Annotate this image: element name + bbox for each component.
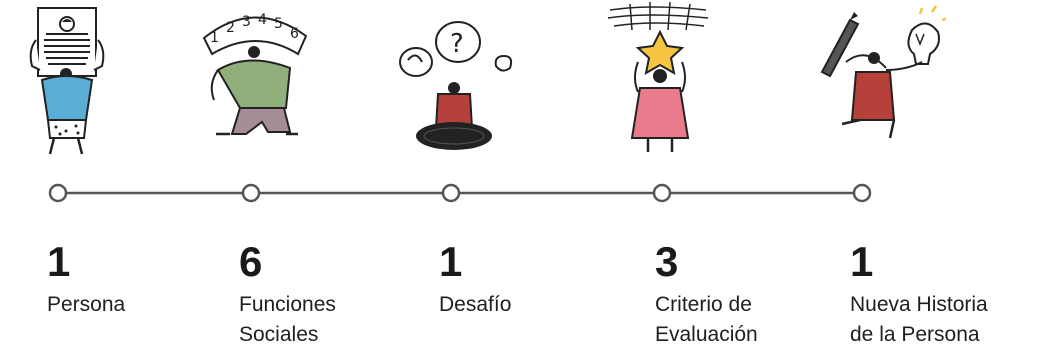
step-count: 1 [47,240,237,284]
timeline-node-4 [654,185,670,201]
step-label-line2: Evaluación [655,320,845,350]
step-label-line2: Sociales [239,320,429,350]
banner-number-4: 4 [258,12,267,28]
banner-number-2: 2 [226,20,235,36]
banner-number-5: 5 [274,16,283,32]
step-label-line1: Criterio de [655,290,845,320]
step-persona: 1 Persona [47,240,237,320]
timeline-node-1 [50,185,66,201]
banner-number-3: 3 [242,14,251,30]
persona-illustration [8,0,148,170]
step-label-line1: Nueva Historia [850,290,1040,320]
step-count: 1 [850,240,1040,284]
step-label: Nueva Historia de la Persona [850,290,1040,350]
step-label: Persona [47,290,237,320]
banner-number-6: 6 [290,26,299,42]
step-label: Criterio de Evaluación [655,290,845,350]
step-evaluation-criteria: 3 Criterio de Evaluación [655,240,845,350]
step-count: 6 [239,240,429,284]
step-label: Funciones Sociales [239,290,429,350]
new-story-illustration [806,0,946,170]
step-label-line1: Funciones [239,290,429,320]
step-count: 1 [439,240,629,284]
step-social-functions: 6 Funciones Sociales [239,240,429,350]
evaluation-criteria-illustration [590,0,730,170]
timeline-node-3 [443,185,459,201]
step-new-story: 1 Nueva Historia de la Persona [850,240,1040,350]
timeline-node-2 [243,185,259,201]
step-label: Desafío [439,290,629,320]
step-count: 3 [655,240,845,284]
banner-number-1: 1 [210,30,219,46]
step-label-line1: Desafío [439,290,629,320]
step-label-line2: de la Persona [850,320,1040,350]
step-label-line1: Persona [47,290,237,320]
step-challenge: 1 Desafío [439,240,629,320]
timeline-node-5 [854,185,870,201]
challenge-illustration: ? [384,0,524,170]
social-functions-illustration: 1 2 3 4 5 6 [196,0,336,170]
thought-question-mark: ? [450,29,464,59]
